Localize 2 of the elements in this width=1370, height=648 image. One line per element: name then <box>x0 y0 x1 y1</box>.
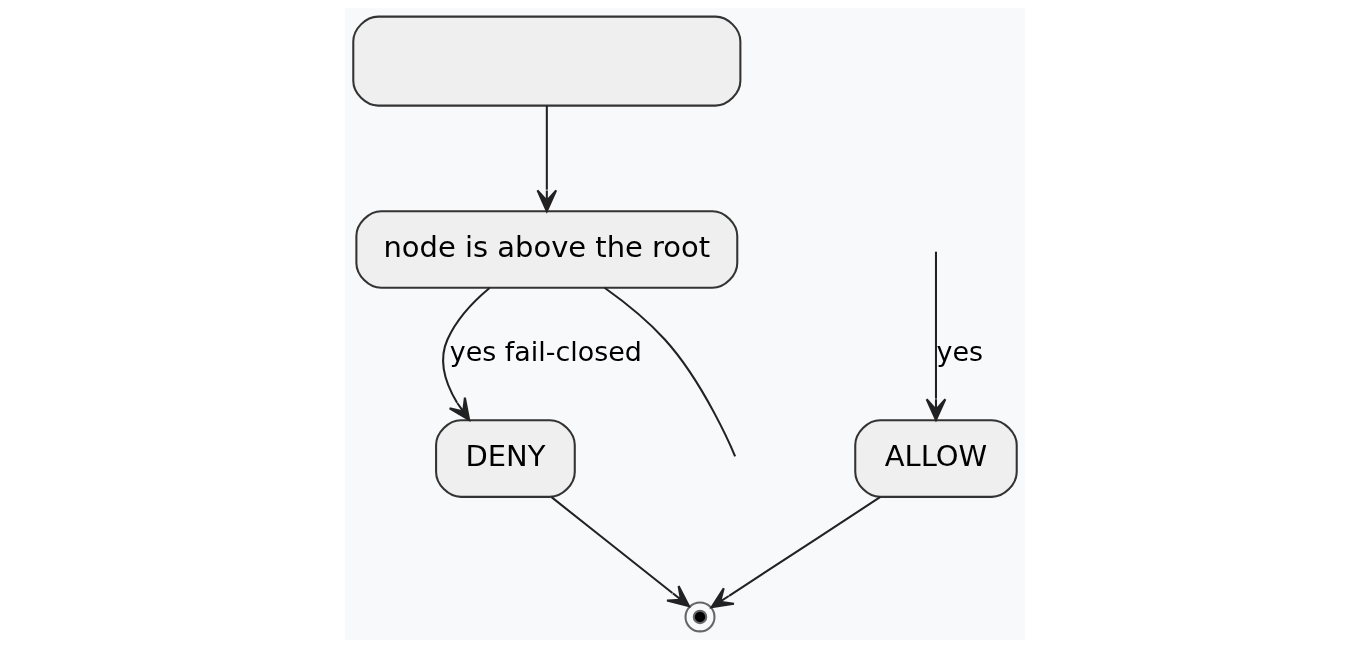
edge-label: yes <box>936 336 984 368</box>
edge-label: yes fail-closed <box>449 336 642 368</box>
